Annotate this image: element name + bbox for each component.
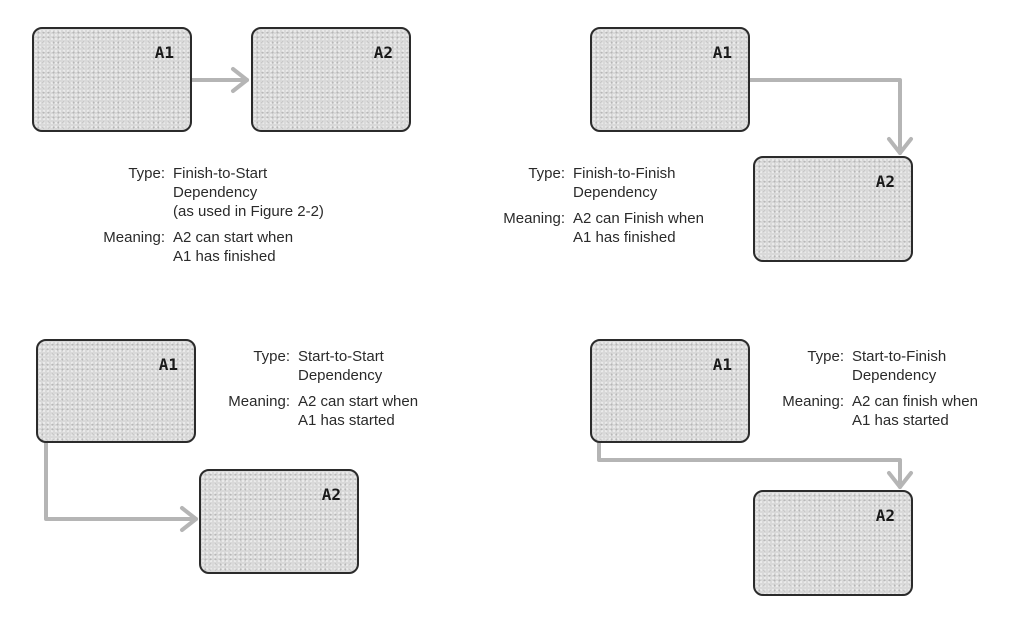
- sf-type-value: Start-to-Finish Dependency: [852, 348, 947, 384]
- fs-type-value: Finish-to-Start Dependency (as used in F…: [173, 165, 324, 220]
- ss-box-a1-label: A1: [158, 355, 178, 374]
- ss-meaning-value: A2 can start when A1 has started: [298, 393, 419, 429]
- sf-meaning-key: Meaning:: [782, 393, 844, 410]
- fs-arrowhead: [231, 67, 249, 93]
- ff-box-a2-label: A2: [875, 172, 895, 191]
- ss-type-value: Start-to-Start Dependency: [298, 348, 384, 384]
- fs-meaning-key: Meaning:: [103, 229, 165, 246]
- sf-arrowhead: [887, 471, 913, 489]
- ff-meaning-key: Meaning:: [503, 210, 565, 227]
- ss-arrowhead: [180, 506, 198, 532]
- ss-type-key: Type:: [253, 348, 290, 365]
- ff-meaning-value: A2 can Finish when A1 has finished: [573, 210, 704, 246]
- ff-type-key: Type:: [528, 165, 565, 182]
- fs-box-a2: A2: [251, 27, 411, 132]
- ff-type-value: Finish-to-Finish Dependency: [573, 165, 676, 201]
- fs-box-a1-label: A1: [154, 43, 174, 62]
- fs-description: Type: Finish-to-Start Dependency (as use…: [95, 164, 324, 273]
- fs-box-a2-label: A2: [373, 43, 393, 62]
- ff-box-a1-label: A1: [712, 43, 732, 62]
- sf-connector-line: [597, 441, 902, 489]
- sf-box-a2: A2: [753, 490, 913, 596]
- ff-connector-line: [748, 78, 902, 155]
- ff-description: Type: Finish-to-Finish Dependency Meanin…: [495, 164, 704, 254]
- ff-arrowhead: [887, 137, 913, 155]
- sf-box-a1-label: A1: [712, 355, 732, 374]
- ss-box-a2: A2: [199, 469, 359, 574]
- sf-type-key: Type:: [807, 348, 844, 365]
- fs-box-a1: A1: [32, 27, 192, 132]
- ss-connector-line: [44, 441, 198, 521]
- fs-type-key: Type:: [128, 165, 165, 182]
- sf-meaning-value: A2 can finish when A1 has started: [852, 393, 978, 429]
- ss-box-a1: A1: [36, 339, 196, 443]
- ss-description: Type: Start-to-Start Dependency Meaning:…: [220, 347, 418, 437]
- ss-box-a2-label: A2: [321, 485, 341, 504]
- fs-meaning-value: A2 can start when A1 has finished: [173, 229, 294, 265]
- ff-box-a2: A2: [753, 156, 913, 262]
- ss-meaning-key: Meaning:: [228, 393, 290, 410]
- sf-box-a2-label: A2: [875, 506, 895, 525]
- sf-box-a1: A1: [590, 339, 750, 443]
- ff-box-a1: A1: [590, 27, 750, 132]
- sf-description: Type: Start-to-Finish Dependency Meaning…: [774, 347, 978, 437]
